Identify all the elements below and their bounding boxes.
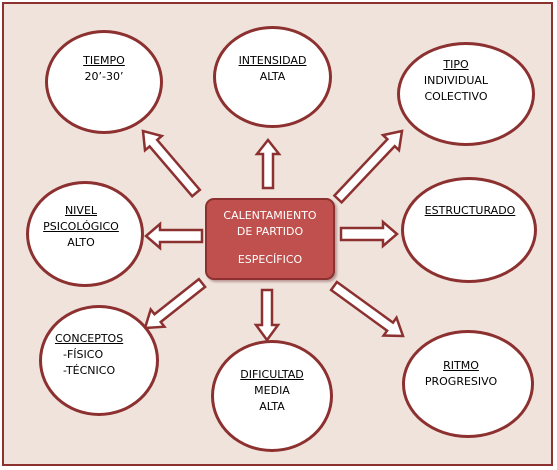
node-ritmo-line-1: PROGRESIVO <box>424 375 498 388</box>
node-dificultad-title: DIFICULTAD <box>240 368 304 381</box>
node-estructurado-label: ESTRUCTURADO <box>406 203 534 219</box>
node-estructurado-circle <box>401 177 537 283</box>
node-nivel-line-1: ALTO <box>67 236 95 249</box>
node-ritmo-title: RITMO <box>443 359 479 372</box>
node-nivel-title-1: NIVEL <box>64 204 98 217</box>
center-label: CALENTAMIENTO DE PARTIDO ESPECÍFICO <box>205 208 335 268</box>
node-tiempo-line-1: 20’-30’ <box>84 70 124 83</box>
node-nivel-label: NIVEL PSICOLÓGICO ALTO <box>26 203 136 251</box>
node-dificultad-line-1: MEDIA <box>254 384 290 397</box>
node-dificultad-circle <box>211 340 333 452</box>
node-tipo-line-2: COLECTIVO <box>424 90 488 103</box>
center-line-3: ESPECÍFICO <box>237 253 303 266</box>
node-nivel-circle <box>26 181 144 287</box>
arrow-to-nivel <box>144 221 204 251</box>
arrow-to-estructurado <box>339 219 399 249</box>
node-conceptos-circle <box>39 305 159 416</box>
arrow-to-conceptos <box>143 277 207 330</box>
center-line-2: DE PARTIDO <box>236 225 304 238</box>
node-intensidad-circle <box>213 26 332 128</box>
node-ritmo-circle <box>402 330 534 438</box>
center-box <box>205 198 335 280</box>
node-tiempo-label: TIEMPO 20’-30’ <box>45 53 163 85</box>
node-conceptos-line-1: -FÍSICO <box>63 348 104 361</box>
node-tiempo-circle <box>45 30 163 134</box>
node-estructurado-title: ESTRUCTURADO <box>424 204 516 217</box>
node-tiempo-title: TIEMPO <box>83 54 125 67</box>
node-conceptos-title: CONCEPTOS <box>55 332 124 345</box>
arrow-to-tiempo <box>141 129 202 198</box>
arrow-to-intensidad <box>254 137 282 190</box>
node-tipo-title: TIPO <box>443 58 469 71</box>
arrow-to-dificultad <box>253 288 281 343</box>
node-tipo-label: TIPO INDIVIDUAL COLECTIVO <box>397 57 515 105</box>
node-dificultad-line-2: ALTA <box>259 400 285 413</box>
node-intensidad-line-1: ALTA <box>259 70 286 83</box>
center-line-1: CALENTAMIENTO <box>223 209 317 222</box>
arrow-to-tipo <box>332 129 404 205</box>
node-nivel-title-2: PSICOLÓGICO <box>43 220 119 233</box>
node-dificultad-label: DIFICULTAD MEDIA ALTA <box>211 367 333 415</box>
node-conceptos-line-2: -TÉCNICO <box>63 364 116 377</box>
arrow-to-ritmo <box>329 280 405 338</box>
node-intensidad-label: INTENSIDAD ALTA <box>213 53 332 85</box>
node-intensidad-title: INTENSIDAD <box>238 54 307 67</box>
node-tipo-circle <box>397 42 535 146</box>
node-ritmo-label: RITMO PROGRESIVO <box>402 358 520 390</box>
node-tipo-line-1: INDIVIDUAL <box>423 74 489 87</box>
node-conceptos-label: CONCEPTOS -FÍSICO -TÉCNICO <box>55 331 155 379</box>
